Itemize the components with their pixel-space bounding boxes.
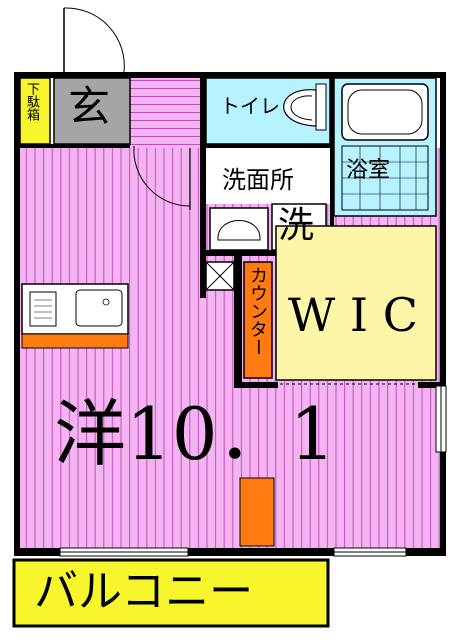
hallway-floor	[130, 78, 204, 148]
entrance-label: 玄	[68, 82, 111, 131]
storage-cross-box	[205, 261, 235, 291]
bath-floor-lines	[342, 146, 428, 210]
entry-door	[60, 7, 125, 75]
stove-lines	[34, 299, 52, 319]
stove-icon	[29, 291, 57, 327]
wic-room	[275, 225, 437, 381]
sink-icon	[75, 289, 123, 327]
balcony	[12, 558, 330, 628]
orange-fixture	[239, 477, 275, 547]
washroom-label: 洗面所	[222, 166, 294, 194]
shoe-box-label: 下駄箱	[24, 82, 39, 121]
laundry-label: 洗	[278, 205, 315, 246]
wic-label: W I C	[288, 288, 418, 342]
shoe-box	[19, 77, 51, 145]
balcony-label: バルコニー	[34, 566, 254, 617]
toilet-fixture-icon	[283, 83, 327, 131]
toilet-label: トイレ	[220, 94, 280, 118]
walls	[14, 72, 446, 556]
counter-label: カウンター	[247, 266, 268, 356]
washroom-floor	[204, 148, 330, 204]
kitchen-orange-strip	[21, 333, 129, 349]
western-room-label: 洋10．1	[54, 392, 336, 476]
windows	[59, 385, 447, 557]
counter	[243, 261, 273, 379]
bath-label: 浴室	[346, 158, 391, 183]
